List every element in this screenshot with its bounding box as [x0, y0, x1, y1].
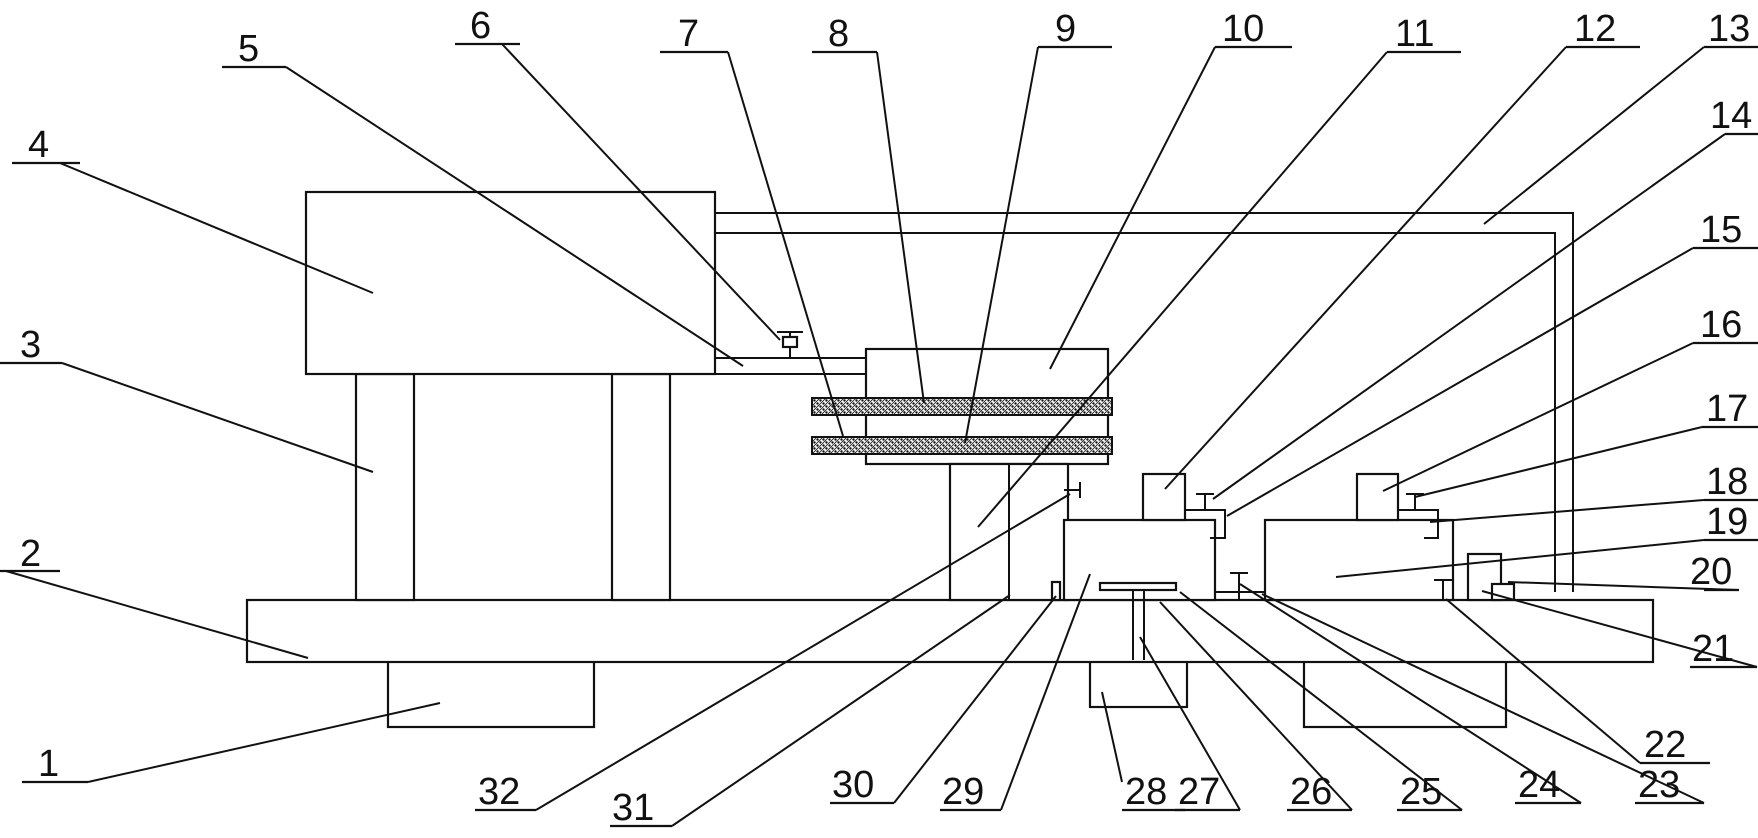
label-12: 12: [1574, 8, 1616, 50]
base-plate: [245, 598, 1655, 664]
label-11: 11: [1395, 13, 1434, 55]
turntable: [1098, 581, 1178, 592]
label-13: 13: [1708, 8, 1750, 50]
label-2: 2: [20, 533, 41, 575]
label-28: 28: [1125, 771, 1167, 813]
leader-6: [501, 43, 781, 341]
leader-10: [1049, 46, 1216, 370]
leader-12: [1164, 46, 1567, 490]
right-block: [1263, 518, 1455, 602]
clamp-right: [1398, 509, 1439, 539]
label-19: 19: [1706, 501, 1748, 543]
label-32: 32: [478, 771, 520, 813]
label-27: 27: [1178, 771, 1220, 813]
leader-lines: [5, 43, 1758, 827]
label-8: 8: [828, 13, 849, 55]
leader-31: [671, 594, 1011, 827]
leader-24: [1239, 583, 1582, 804]
drawing-parts: [245, 190, 1655, 729]
label-31: 31: [612, 787, 654, 829]
leader-18: [1429, 499, 1705, 523]
leader-3: [61, 362, 374, 473]
label-4: 4: [28, 124, 49, 166]
leader-14: [1212, 133, 1726, 500]
leader-13: [1483, 46, 1705, 225]
label-30: 30: [832, 764, 874, 806]
label-22: 22: [1644, 724, 1686, 766]
strip-lower: [811, 436, 1113, 455]
leader-4: [59, 162, 374, 294]
label-16: 16: [1700, 304, 1742, 346]
left-pillar-a: [354, 372, 416, 602]
label-7: 7: [678, 13, 699, 55]
leader-27: [1139, 636, 1241, 811]
label-6: 6: [470, 5, 491, 47]
label-1: 1: [38, 743, 59, 785]
label-14: 14: [1710, 95, 1752, 137]
label-18: 18: [1706, 461, 1748, 503]
leader-19: [1335, 539, 1705, 578]
leader-21: [1481, 590, 1758, 668]
part-labels: 1 2 3 4 5 6 7 8 9 10 11 12 13 14 15 16 1…: [20, 5, 1752, 829]
leader-2: [5, 570, 309, 659]
small-block-12: [1141, 472, 1187, 522]
right-foot: [1302, 658, 1508, 729]
leader-22: [1445, 598, 1641, 764]
leader-9: [964, 46, 1039, 444]
leader-23: [1261, 593, 1705, 804]
label-17: 17: [1706, 388, 1748, 430]
frame-inner: [715, 232, 1556, 592]
leader-8: [876, 51, 925, 404]
label-3: 3: [20, 324, 41, 366]
leader-30: [893, 595, 1057, 804]
label-10: 10: [1222, 8, 1264, 50]
label-9: 9: [1055, 8, 1076, 50]
label-underlines: [0, 42, 1758, 828]
leader-17: [1414, 426, 1703, 498]
small-part-30: [1050, 580, 1062, 602]
label-29: 29: [942, 771, 984, 813]
leader-5: [285, 66, 744, 367]
strip-upper: [811, 397, 1113, 416]
label-26: 26: [1290, 771, 1332, 813]
label-20: 20: [1690, 551, 1732, 593]
top-box: [304, 190, 717, 376]
leader-25: [1179, 591, 1463, 811]
leader-28: [1101, 691, 1123, 783]
leader-29: [1000, 573, 1091, 811]
leader-1: [87, 702, 441, 783]
label-23: 23: [1638, 764, 1680, 806]
leader-11: [977, 51, 1388, 528]
frame-outer: [715, 212, 1574, 592]
valve-body: [781, 335, 799, 349]
leader-32: [535, 493, 1071, 811]
left-pillar-b: [610, 372, 672, 602]
label-15: 15: [1700, 209, 1742, 251]
leader-16: [1382, 342, 1694, 492]
middle-foot: [1088, 658, 1189, 709]
label-24: 24: [1518, 764, 1560, 806]
leader-7: [727, 51, 844, 437]
leader-20: [1507, 581, 1740, 591]
label-21: 21: [1692, 628, 1734, 670]
small-block-16: [1355, 472, 1400, 522]
leader-15: [1226, 247, 1694, 517]
label-25: 25: [1400, 771, 1442, 813]
left-foot: [386, 658, 596, 729]
label-5: 5: [238, 28, 259, 70]
leader-26: [1159, 601, 1353, 811]
